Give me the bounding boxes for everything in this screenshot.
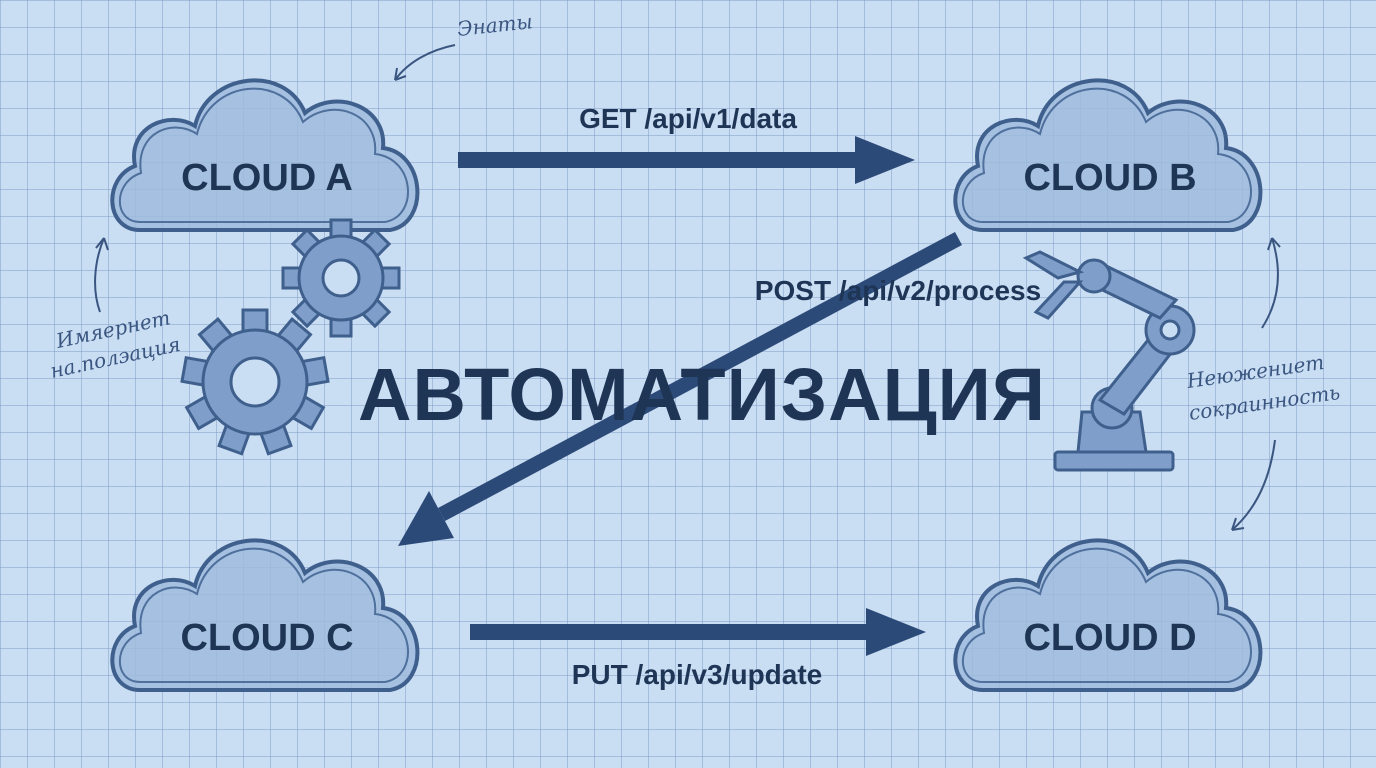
note-top-arrow xyxy=(394,44,456,81)
arrow-a-to-b xyxy=(458,136,915,184)
note-right-up-arrow xyxy=(1261,237,1279,329)
cloud-b-node: CLOUD B xyxy=(953,78,1263,232)
arrow-c-to-d xyxy=(470,608,926,656)
cloud-c-label: CLOUD C xyxy=(180,617,353,659)
robot-arm-icon xyxy=(1022,250,1196,472)
note-left-arrow xyxy=(94,237,105,313)
cloud-d-label: CLOUD D xyxy=(1023,617,1196,659)
edge-label-put: PUT /api/v3/update xyxy=(572,659,823,690)
cloud-c-node: CLOUD C xyxy=(110,538,420,692)
cloud-d-node: CLOUD D xyxy=(953,538,1263,692)
gear-icon xyxy=(180,308,330,456)
arrow-b-to-c xyxy=(398,232,962,546)
note-top: Энаты xyxy=(456,9,534,41)
main-title: АВТОМАТИЗАЦИЯ xyxy=(358,353,1046,436)
cloud-b-label: CLOUD B xyxy=(1023,157,1196,199)
cloud-a-node: CLOUD A xyxy=(110,78,420,232)
gear-icon xyxy=(281,218,401,338)
note-right-down-arrow xyxy=(1231,439,1276,531)
cloud-a-label: CLOUD A xyxy=(181,157,353,199)
edge-label-get: GET /api/v1/data xyxy=(579,103,797,134)
edge-label-post: POST /api/v2/process xyxy=(755,275,1041,306)
